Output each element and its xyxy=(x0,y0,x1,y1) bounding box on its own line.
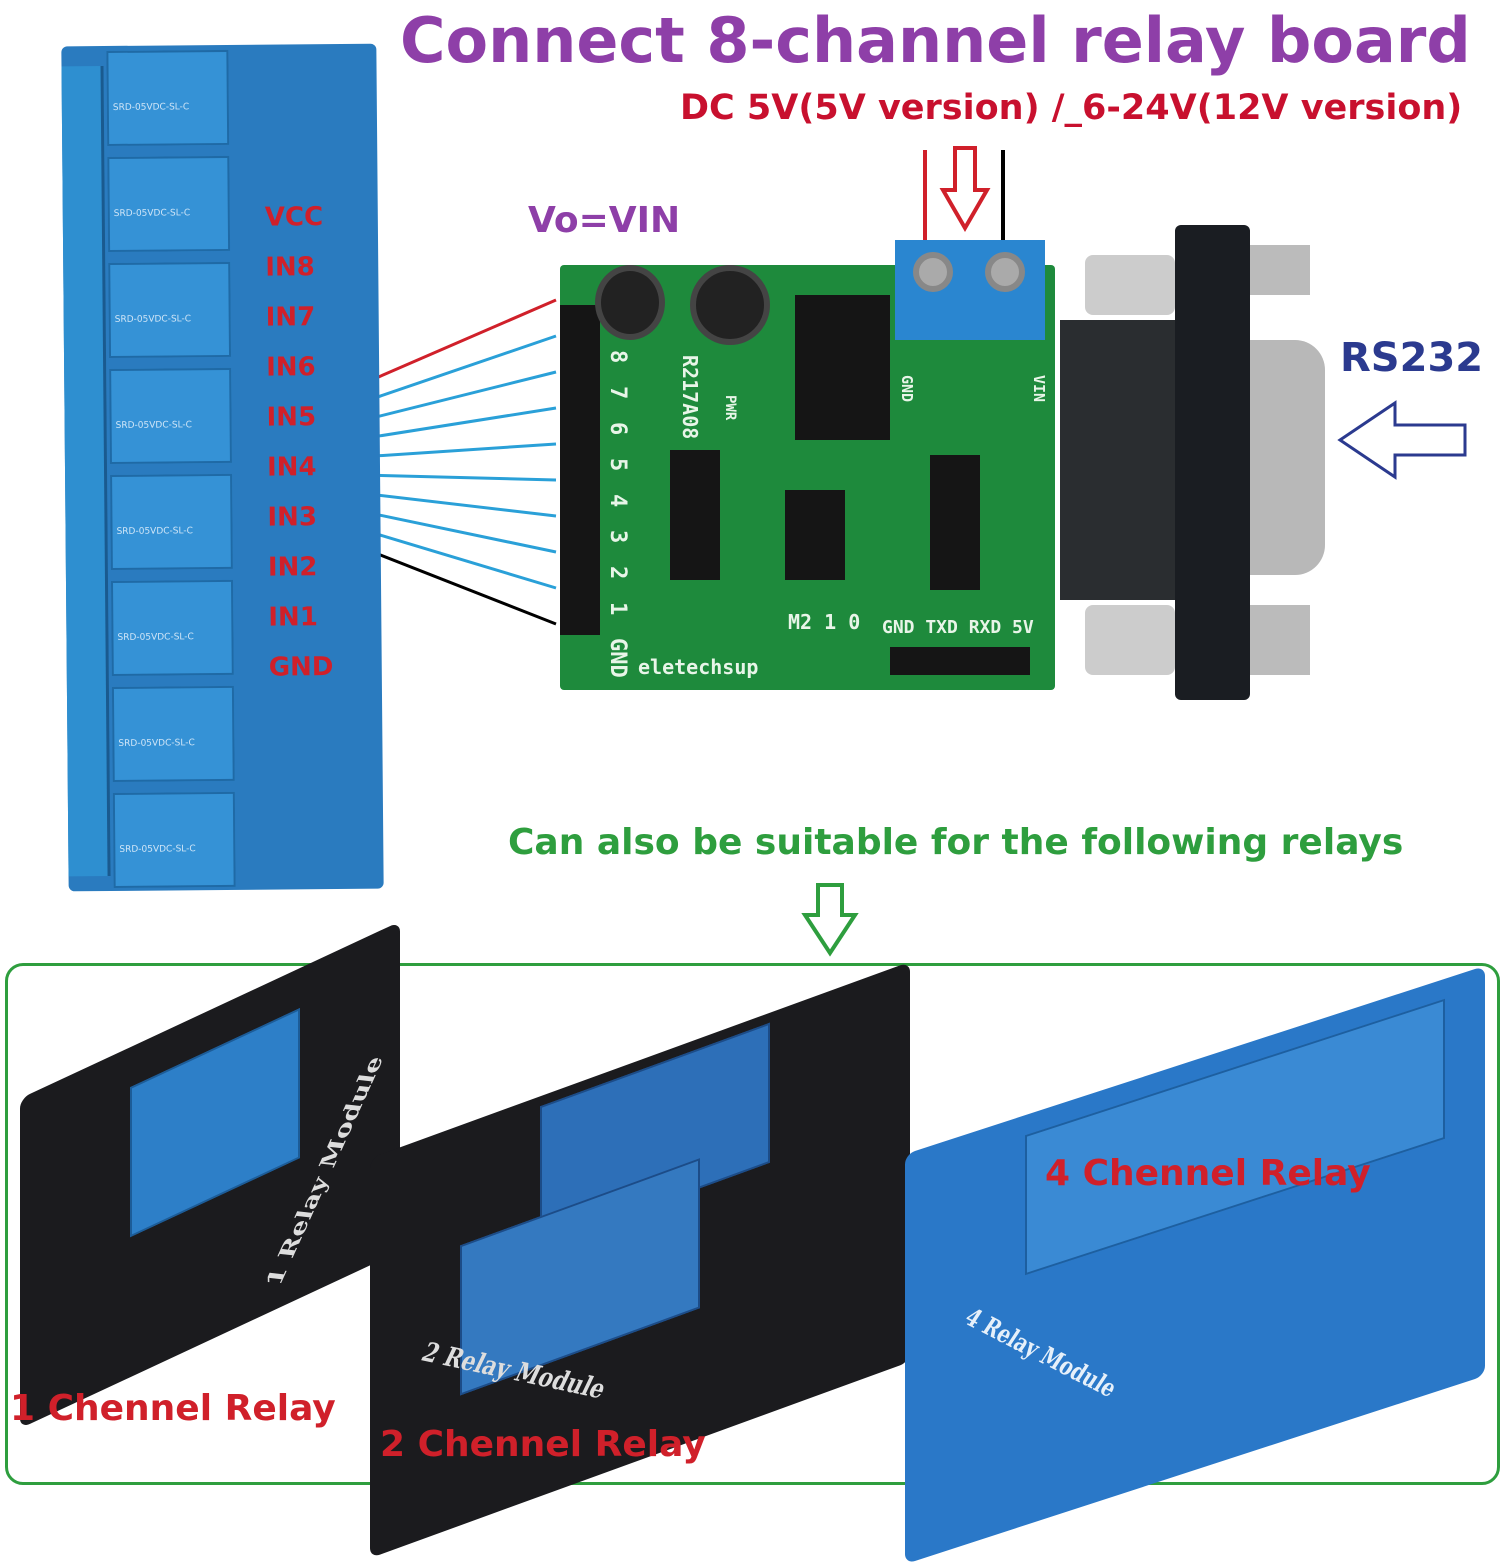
relay-pin-label: GND xyxy=(268,652,334,683)
4-channel-label: 4 Chennel Relay xyxy=(1045,1153,1371,1194)
rs232-label: RS232 xyxy=(1340,335,1484,381)
down-arrow-icon xyxy=(939,146,991,232)
1-channel-label: 1 Chennel Relay xyxy=(10,1388,336,1429)
pin-label: 7 xyxy=(605,386,630,400)
relay: SRD-05VDC-SL-C xyxy=(111,685,235,782)
pin-label: 8 xyxy=(605,350,630,364)
serial-pin-labels: GND TXD RXD 5V xyxy=(882,617,1034,638)
pin-label: 6 xyxy=(605,422,630,436)
power-spec-label: DC 5V(5V version) /_6-24V(12V version) xyxy=(680,88,1463,128)
relay-pin-label: IN7 xyxy=(265,302,316,333)
vcc-wire xyxy=(359,298,557,387)
relay-pin-label: VCC xyxy=(264,202,324,233)
relay-pin-label: IN4 xyxy=(266,452,317,483)
signal-wire xyxy=(359,473,557,482)
relay-pin-label: IN8 xyxy=(265,252,315,283)
relay-pin-label: IN1 xyxy=(268,602,318,633)
relay-pin-label: IN3 xyxy=(267,502,318,533)
pin-label: 4 xyxy=(605,494,630,508)
brand-label: eletechsup xyxy=(638,655,759,679)
capacitor xyxy=(595,265,665,340)
relay-pin-label: IN2 xyxy=(267,552,318,583)
left-arrow-icon xyxy=(1337,400,1467,480)
signal-wire xyxy=(359,406,557,441)
ic-chip xyxy=(670,450,720,580)
pin-label: 3 xyxy=(605,530,630,544)
signal-wire xyxy=(359,334,557,405)
chip-label: R217A08 xyxy=(678,355,702,440)
gnd-label: GND xyxy=(898,375,916,403)
vin-label: VIN xyxy=(1030,375,1048,403)
db9-connector[interactable] xyxy=(1045,225,1330,700)
module-board-label: 4 Relay Module xyxy=(958,1302,1123,1404)
relay: SRD-05VDC-SL-C xyxy=(107,155,231,252)
regulator xyxy=(795,295,890,440)
capacitor xyxy=(690,265,770,345)
mode-label: M2 1 0 xyxy=(788,610,861,634)
relay: SRD-05VDC-SL-C xyxy=(110,473,233,570)
pin-header xyxy=(560,305,600,635)
compatibility-note: Can also be suitable for the following r… xyxy=(508,822,1404,863)
vo-vin-label: Vo=VIN xyxy=(528,200,681,241)
relay-pin-label: IN6 xyxy=(265,352,316,383)
serial-header xyxy=(890,647,1030,675)
ic-chip xyxy=(930,455,980,590)
compatible-relays-panel xyxy=(5,963,1500,1485)
relay: SRD-05VDC-SL-C xyxy=(108,261,232,358)
signal-wire xyxy=(359,370,557,423)
relay-pin-label: IN5 xyxy=(266,402,317,433)
2-channel-label: 2 Chennel Relay xyxy=(380,1424,706,1465)
pin-label: 2 xyxy=(605,566,630,580)
ic-chip xyxy=(785,490,845,580)
page-title: Connect 8-channel relay board xyxy=(400,4,1471,77)
down-arrow-icon xyxy=(801,883,859,957)
pin-label: 5 xyxy=(605,458,630,472)
relay: SRD-05VDC-SL-C xyxy=(109,367,232,464)
pin-label: GND xyxy=(605,638,630,678)
signal-wire xyxy=(359,509,557,554)
pin-label: 1 xyxy=(605,602,630,616)
pwr-label: PWR xyxy=(722,395,738,421)
relay: SRD-05VDC-SL-C xyxy=(110,579,234,676)
relay: SRD-05VDC-SL-C xyxy=(112,791,236,888)
signal-wire xyxy=(359,527,557,590)
screw-terminals xyxy=(61,66,111,877)
power-terminal[interactable] xyxy=(895,240,1045,340)
relay: SRD-05VDC-SL-C xyxy=(106,49,230,146)
gnd-wire xyxy=(359,545,557,626)
signal-wire xyxy=(359,442,557,459)
signal-wire xyxy=(359,491,557,518)
